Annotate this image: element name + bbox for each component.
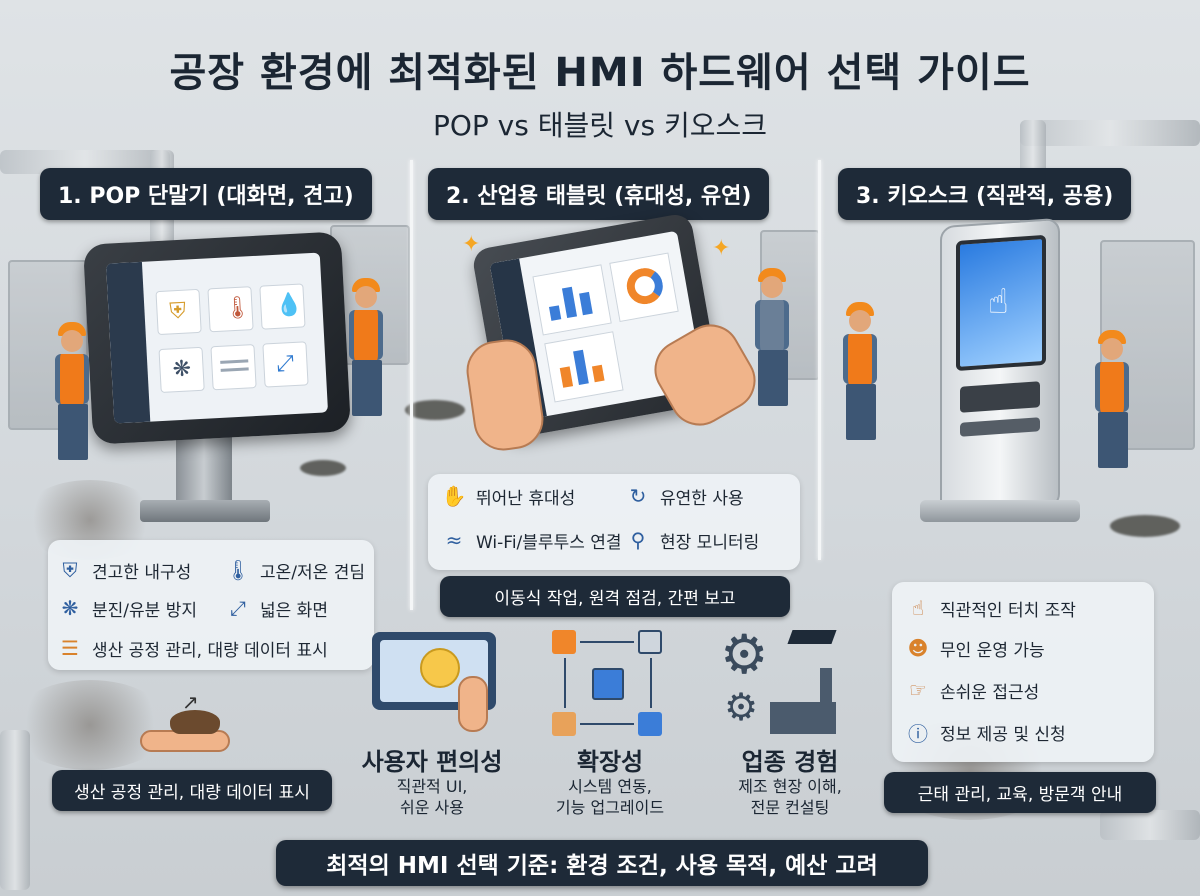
feature-item: ✋뛰어난 휴대성 xyxy=(441,484,576,509)
modules-icon xyxy=(552,630,666,738)
divider-right xyxy=(818,160,821,560)
feature-item: ⛨견고한 내구성 xyxy=(56,556,192,584)
person-icon: ☻ xyxy=(907,636,929,660)
divider-left xyxy=(410,160,413,610)
expand-icon: ⤢ xyxy=(230,596,246,620)
kiosk-summary: 근태 관리, 교육, 방문객 안내 xyxy=(884,772,1156,813)
hand-reach-icon: ☞ xyxy=(909,678,927,702)
feature-item: ↻유연한 사용 xyxy=(624,482,744,510)
section-heading-tablet: 2. 산업용 태블릿 (휴대성, 유연) xyxy=(428,168,770,220)
feature-item: ❋분진/유분 방지 xyxy=(56,594,197,622)
pop-summary: 생산 공정 관리, 대량 데이터 표시 xyxy=(52,770,332,811)
section-heading-kiosk: 3. 키오스크 (직관적, 공용) xyxy=(838,168,1132,220)
hand-icon: ✋ xyxy=(441,484,467,508)
refresh-icon: ↻ xyxy=(629,484,647,508)
feature-item: ⚲현장 모니터링 xyxy=(624,526,760,554)
feature-item: 🌡고온/저온 견딤 xyxy=(225,558,365,583)
smiley-touch-icon xyxy=(372,632,502,732)
touch-icon: ☝ xyxy=(911,596,925,620)
feature-item: ≈Wi-Fi/블루투스 연결 xyxy=(440,526,622,554)
pop-feature-panel xyxy=(48,540,374,670)
criteria-desc-usability: 직관적 UI, 쉬운 사용 xyxy=(396,777,468,817)
kiosk-feature-panel xyxy=(892,582,1154,762)
criteria-title-usability: 사용자 편의성 xyxy=(361,748,503,776)
feature-item: ☻무인 운영 가능 xyxy=(904,634,1045,662)
criteria-desc-industry: 제조 현장 이해, 전문 컨설팅 xyxy=(738,777,842,817)
info-icon: ⓘ xyxy=(908,721,928,746)
shield-check-icon: ⛨ xyxy=(62,558,78,582)
conclusion-banner: 최적의 HMI 선택 기준: 환경 조건, 사용 목적, 예산 고려 xyxy=(276,840,928,886)
feature-item: ☰생산 공정 관리, 대량 데이터 표시 xyxy=(56,634,328,662)
dust-icon: ❋ xyxy=(61,596,79,620)
wifi-icon: ≈ xyxy=(445,528,463,552)
criteria-desc-scalability: 시스템 연동, 기능 업그레이드 xyxy=(555,777,665,817)
data-hand-icon: ↗ xyxy=(130,690,240,760)
page-subtitle: POP vs 태블릿 vs 키오스크 xyxy=(432,109,768,142)
feature-item: ⤢넓은 화면 xyxy=(224,594,328,622)
feature-item: ☞손쉬운 접근성 xyxy=(904,676,1039,704)
hierarchy-icon: ☰ xyxy=(61,636,79,660)
tablet-feature-panel xyxy=(428,474,800,570)
gears-factory-icon: ⚙ ⚙ xyxy=(720,628,840,736)
thermometer-icon: 🌡 xyxy=(225,558,251,582)
page-title: 공장 환경에 최적화된 HMI 하드웨어 선택 가이드 xyxy=(169,50,1031,96)
criteria-title-industry: 업종 경험 xyxy=(741,748,839,776)
tablet-summary: 이동식 작업, 원격 점검, 간편 보고 xyxy=(440,576,790,617)
feature-item: ☝직관적인 터치 조작 xyxy=(904,594,1076,622)
signal-icon: ⚲ xyxy=(630,528,646,552)
criteria-title-scalability: 확장성 xyxy=(576,748,644,776)
section-heading-pop: 1. POP 단말기 (대화면, 견고) xyxy=(40,168,372,220)
